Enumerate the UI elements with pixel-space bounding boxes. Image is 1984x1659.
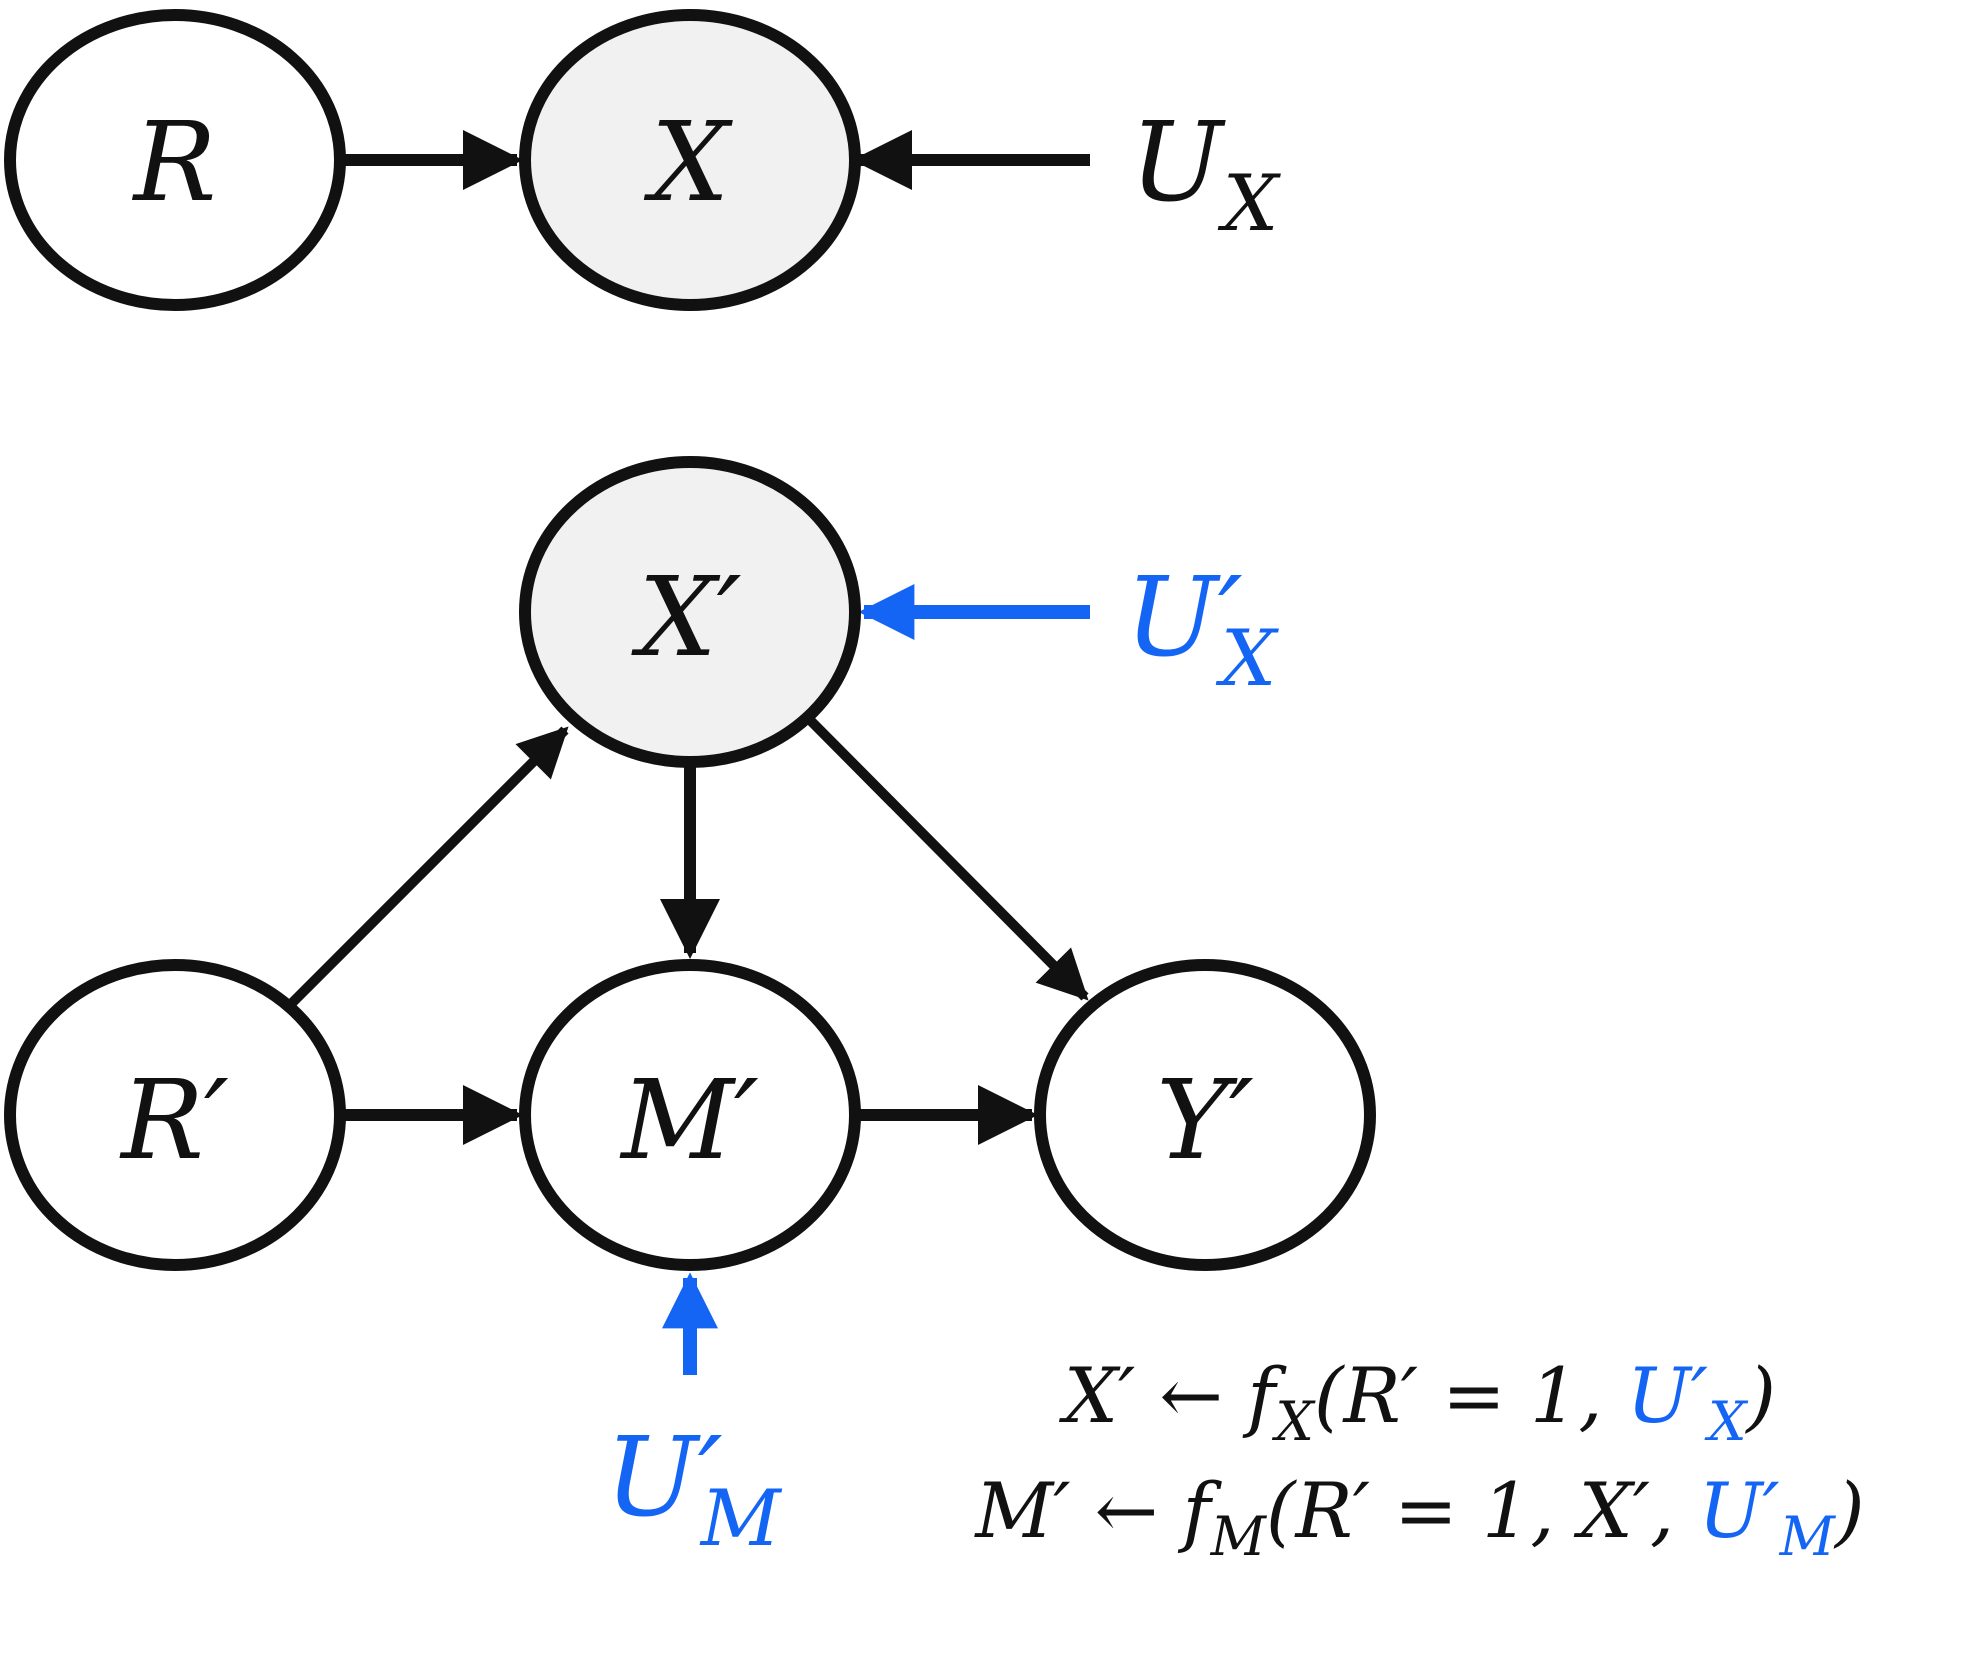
node-x-label: X: [643, 98, 733, 226]
equation-m-prime: M′ ← fM(R′ = 1, X′, U′M): [973, 1466, 1864, 1568]
node-x-prime-label: X′: [630, 553, 741, 681]
node-x: X: [519, 9, 861, 311]
exogenous-um-prime-label: U′M: [605, 1413, 783, 1564]
node-r-prime-label: R′: [119, 1056, 229, 1184]
node-r-prime: R′: [4, 959, 346, 1271]
bottom-graph: X′ R′ M′ Y′ U′X U′M: [4, 456, 1376, 1564]
exogenous-ux-label: UX: [1130, 98, 1282, 249]
node-y-prime-label: Y′: [1156, 1056, 1254, 1184]
node-r: R: [4, 9, 346, 311]
structural-equations: X′ ← fX(R′ = 1, U′X) M′ ← fM(R′ = 1, X′,…: [973, 1351, 1864, 1568]
node-r-label: R: [132, 98, 217, 226]
equation-x-prime: X′ ← fX(R′ = 1, U′X): [1059, 1351, 1776, 1453]
exogenous-ux-prime-label: U′X: [1125, 553, 1280, 704]
top-graph: R X UX: [4, 9, 1282, 311]
edge-r-prime-to-x-prime: [288, 726, 569, 1007]
edge-x-prime-to-y-prime: [804, 714, 1089, 1001]
node-m-prime-label: M′: [619, 1056, 759, 1184]
node-m-prime: M′: [519, 959, 861, 1271]
node-x-prime: X′: [519, 456, 861, 768]
node-y-prime: Y′: [1034, 959, 1376, 1271]
